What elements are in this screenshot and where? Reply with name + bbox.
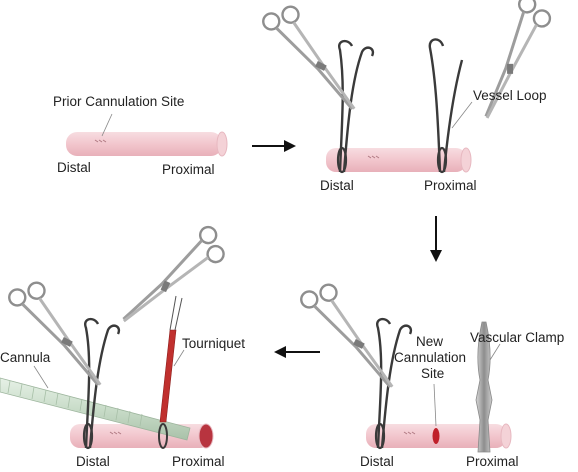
proximal-label: Proximal <box>172 454 225 469</box>
tourniquet-label: Tourniquet <box>182 336 245 351</box>
down-arrow <box>430 216 442 262</box>
left-arrow <box>274 346 320 358</box>
panel-vessel-loops: Vessel Loop Distal Proximal <box>262 0 577 193</box>
new-site-leader <box>434 384 436 426</box>
tourniquet-hemostat <box>110 225 232 321</box>
proximal-label: Proximal <box>162 162 215 177</box>
proximal-label: Proximal <box>424 178 477 193</box>
panel-cannula-inserted: Cannula Tourniquet Distal Proximal <box>0 225 245 469</box>
tourniquet-loop-ends <box>170 296 182 330</box>
panel-new-site: New Cannulation Site Vascular Clamp Dist… <box>300 278 565 469</box>
new-site-label-line3: Site <box>421 366 444 381</box>
new-site-label-line1: New <box>416 334 443 349</box>
cannula-leader <box>34 366 48 388</box>
vessel-end-open <box>199 424 213 448</box>
distal-label: Distal <box>57 160 91 175</box>
proximal-label: Proximal <box>466 454 519 469</box>
vascular-clamp-leader <box>490 344 500 360</box>
vascular-clamp-label: Vascular Clamp <box>470 330 564 345</box>
cannula-label: Cannula <box>0 350 51 365</box>
distal-label: Distal <box>320 178 354 193</box>
panel-prior-site: Prior Cannulation Site Distal Proximal <box>53 94 227 177</box>
distal-label: Distal <box>76 454 110 469</box>
new-site-label-line2: Cannulation <box>394 350 466 365</box>
vessel-loop-label: Vessel Loop <box>473 88 547 103</box>
vessel-end <box>501 424 511 448</box>
vessel-end <box>217 132 227 156</box>
vessel <box>66 132 222 156</box>
tourniquet <box>160 330 176 422</box>
vessel-end <box>461 148 471 172</box>
new-cannulation-incision <box>433 428 440 444</box>
vessel-loop-leader <box>452 102 472 128</box>
right-arrow <box>252 140 296 152</box>
prior-site-label: Prior Cannulation Site <box>53 94 184 109</box>
tourniquet-leader <box>174 350 184 366</box>
distal-label: Distal <box>360 454 394 469</box>
